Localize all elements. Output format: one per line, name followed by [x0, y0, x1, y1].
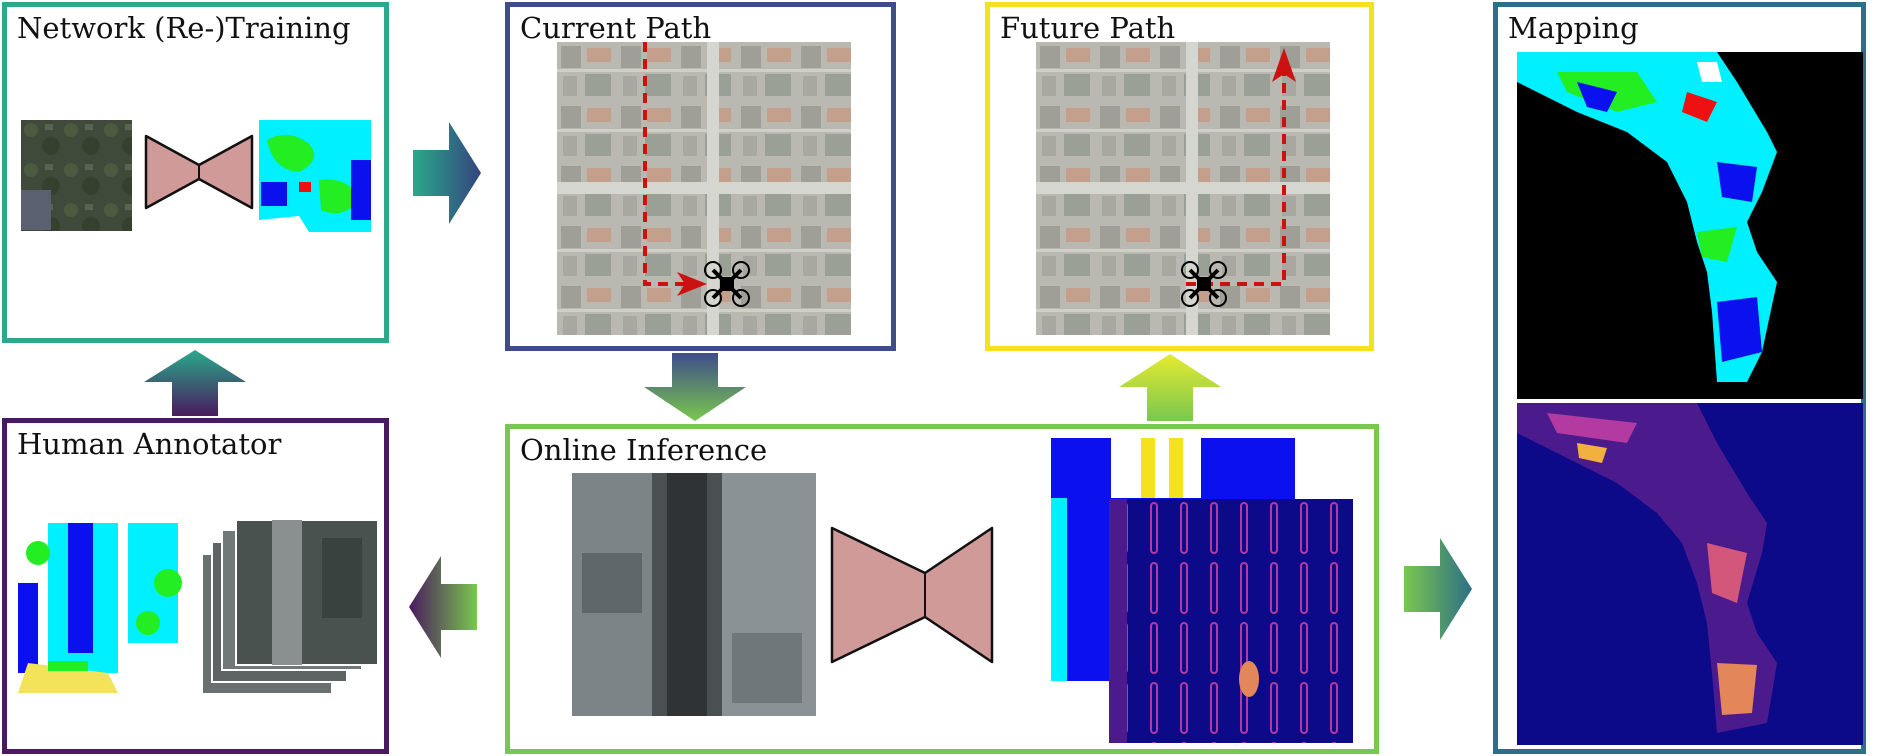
panel-title: Online Inference [520, 433, 768, 467]
panel-current-path: Current Path [505, 2, 896, 351]
segmentation-output [259, 120, 371, 232]
current-path-line [643, 42, 697, 286]
uncertainty-prediction [1109, 499, 1353, 743]
panel-mapping: Mapping [1493, 2, 1866, 754]
future-path-line [1186, 72, 1286, 286]
arrow-left-icon [409, 556, 477, 658]
arrow-up-icon [144, 350, 246, 416]
semantic-map [1517, 52, 1863, 399]
drone-icon [704, 261, 750, 307]
panel-title: Network (Re-)Training [17, 11, 351, 45]
panel-online-inference: Online Inference [505, 424, 1379, 754]
aerial-image-tile [21, 120, 132, 231]
arrow-right-icon [413, 122, 481, 224]
encoder-decoder-icon [144, 134, 254, 210]
aerial-image-stack [202, 519, 379, 695]
panel-human-annotator: Human Annotator [2, 418, 389, 754]
panel-network-training: Network (Re-)Training [2, 2, 389, 343]
drone-icon [1181, 261, 1227, 307]
panel-future-path: Future Path [985, 2, 1374, 351]
aerial-city-map [1036, 42, 1330, 335]
path-arrowhead-icon [677, 272, 707, 296]
arrow-up-icon [1119, 354, 1221, 421]
path-arrowhead-icon [1272, 48, 1296, 82]
panel-title: Future Path [1000, 11, 1176, 45]
arrow-down-icon [644, 353, 746, 421]
arrow-right-icon [1404, 538, 1472, 640]
encoder-decoder-icon [830, 526, 994, 664]
aerial-city-map [557, 42, 851, 335]
aerial-street-image [572, 473, 816, 716]
panel-title: Current Path [520, 11, 712, 45]
panel-title: Mapping [1508, 11, 1639, 45]
panel-title: Human Annotator [17, 427, 282, 461]
uncertainty-heatmap [1517, 403, 1863, 745]
annotation-label-map [18, 523, 194, 693]
